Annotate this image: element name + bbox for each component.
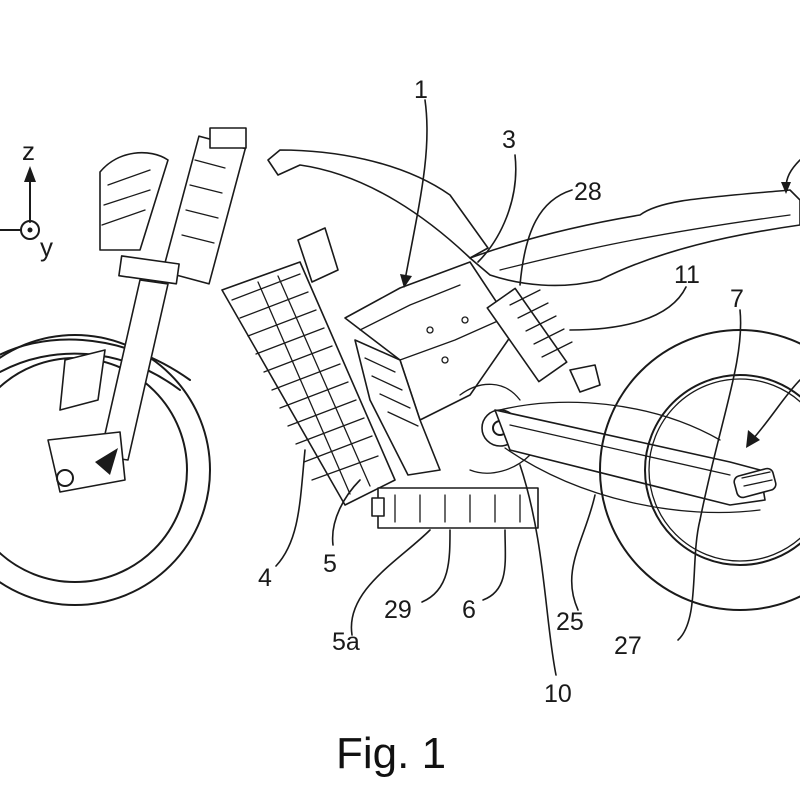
leader-10 — [519, 464, 557, 676]
leader-11 — [569, 286, 687, 331]
label-6: 6 — [462, 596, 476, 624]
leader-3 — [477, 154, 517, 263]
shock-spring — [509, 289, 573, 358]
label-5: 5 — [323, 550, 337, 578]
fork-upper-tube — [161, 135, 247, 285]
coordinate-axes: z y — [0, 136, 53, 262]
front-axle — [56, 469, 74, 487]
fork-bracket — [59, 349, 106, 411]
y-axis-dot — [27, 227, 33, 233]
fork-lower-tube — [99, 279, 169, 461]
label-1: 1 — [414, 76, 428, 104]
headlight — [99, 151, 169, 251]
swingarm — [494, 401, 766, 514]
power-electronics — [354, 339, 441, 476]
y-axis-circle — [20, 220, 40, 240]
rear-shock — [486, 287, 601, 393]
label-7: 7 — [730, 285, 744, 313]
leader-29 — [421, 529, 451, 603]
shock-body — [486, 287, 568, 383]
label-27: 27 — [614, 632, 642, 660]
z-axis-label: z — [22, 136, 35, 166]
leader-lines — [275, 99, 742, 676]
label-28: 28 — [574, 178, 602, 206]
leader-4 — [275, 449, 306, 567]
drive-belt — [499, 401, 761, 514]
figure-caption: Fig. 1 — [336, 729, 446, 778]
battery-pack — [221, 227, 396, 506]
leader-5 — [331, 479, 361, 546]
fork-foot — [47, 431, 126, 493]
leader-27 — [677, 519, 701, 641]
front-fork-assembly — [47, 127, 247, 493]
leader-5a — [350, 529, 431, 636]
rear-rim — [644, 374, 800, 566]
leader-25 — [570, 494, 596, 611]
leader-28 — [519, 189, 573, 286]
battery-cell-rows — [231, 273, 379, 481]
label-25: 25 — [556, 608, 584, 636]
leader-6 — [482, 529, 507, 601]
handlebar-clamp — [209, 127, 247, 149]
label-4: 4 — [258, 564, 272, 592]
brake-caliper — [95, 448, 118, 475]
auxiliary-battery — [371, 487, 539, 529]
label-3: 3 — [502, 126, 516, 154]
rear-seat-tail — [469, 189, 800, 287]
front-fender — [0, 338, 191, 381]
z-axis-arrowhead — [24, 166, 36, 182]
label-29: 29 — [384, 596, 412, 624]
reference-labels: 1 3 28 11 7 4 5 5a 29 6 10 25 27 — [258, 76, 744, 708]
y-axis-label: y — [40, 232, 53, 262]
leader-1 — [404, 99, 428, 281]
label-5a: 5a — [332, 628, 360, 656]
swingarm-body — [494, 409, 766, 506]
triple-clamp — [118, 255, 180, 285]
shock-mount — [569, 364, 601, 393]
label-10: 10 — [544, 680, 572, 708]
controller-unit — [344, 261, 516, 476]
battery-connector — [297, 227, 339, 283]
label-11: 11 — [674, 261, 700, 289]
aux-battery-housing — [377, 487, 539, 529]
seat-and-tail — [267, 149, 800, 287]
leader-7 — [699, 309, 742, 521]
front-tire-outer — [0, 334, 211, 606]
